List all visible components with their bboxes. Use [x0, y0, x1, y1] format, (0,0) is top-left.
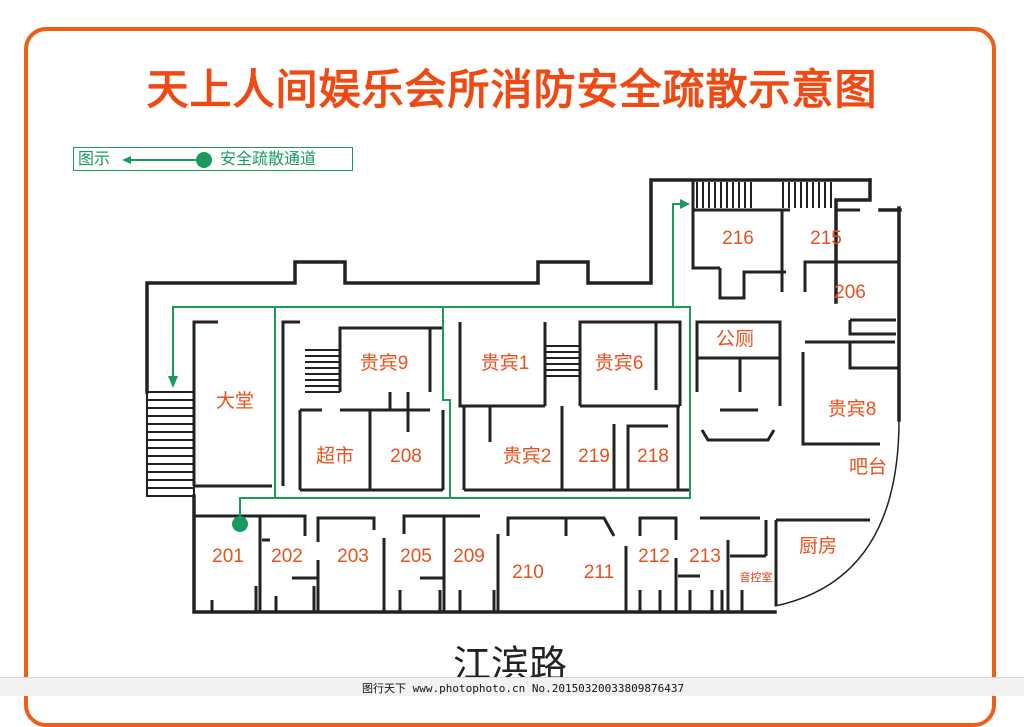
room-market: 超市: [315, 446, 355, 467]
legend-label: 安全疏散通道: [220, 149, 317, 168]
legend-prefix: 图示: [78, 149, 111, 168]
route-arrow-right-icon: [680, 199, 690, 209]
room-210: 210: [512, 562, 544, 583]
room-212: 212: [638, 546, 670, 567]
interior-walls: [192, 180, 899, 612]
watermark-bar: [0, 677, 1024, 696]
floor-plan: [145, 178, 902, 614]
room-205: 205: [400, 546, 432, 567]
room-219: 219: [578, 446, 610, 467]
room-toilet: 公厕: [715, 329, 755, 350]
room-216: 216: [722, 228, 754, 249]
room-209: 209: [453, 546, 485, 567]
room-lobby: 大堂: [215, 391, 255, 412]
room-vip1: 贵宾1: [480, 353, 530, 374]
room-vip2: 贵宾2: [502, 446, 552, 467]
room-218: 218: [637, 446, 669, 467]
route-start-dot-icon: [232, 516, 248, 532]
page-title: 天上人间娱乐会所消防安全疏散示意图: [146, 65, 878, 114]
outer-walls: [145, 178, 902, 614]
room-215: 215: [810, 228, 842, 249]
room-201: 201: [212, 546, 244, 567]
legend-box: 图示 安全疏散通道: [73, 147, 353, 171]
route-arrow-down-icon: [168, 376, 178, 388]
curved-wall: [774, 419, 900, 607]
room-211: 211: [583, 562, 615, 583]
room-vip9: 贵宾9: [359, 353, 409, 374]
room-206: 206: [834, 282, 866, 303]
room-202: 202: [271, 546, 303, 567]
room-213: 213: [689, 546, 721, 567]
evacuation-route: [172, 203, 691, 522]
room-audio: 音控室: [739, 572, 773, 584]
room-bar: 吧台: [848, 457, 888, 478]
room-203: 203: [337, 546, 369, 567]
room-vip6: 贵宾6: [594, 353, 644, 374]
room-kitchen: 厨房: [798, 536, 838, 557]
room-vip8: 贵宾8: [827, 399, 877, 420]
watermark-text: 图行天下 www.photophoto.cn No.20150320033809…: [362, 682, 685, 695]
room-208: 208: [390, 446, 422, 467]
legend-arrow-icon: [122, 152, 212, 168]
